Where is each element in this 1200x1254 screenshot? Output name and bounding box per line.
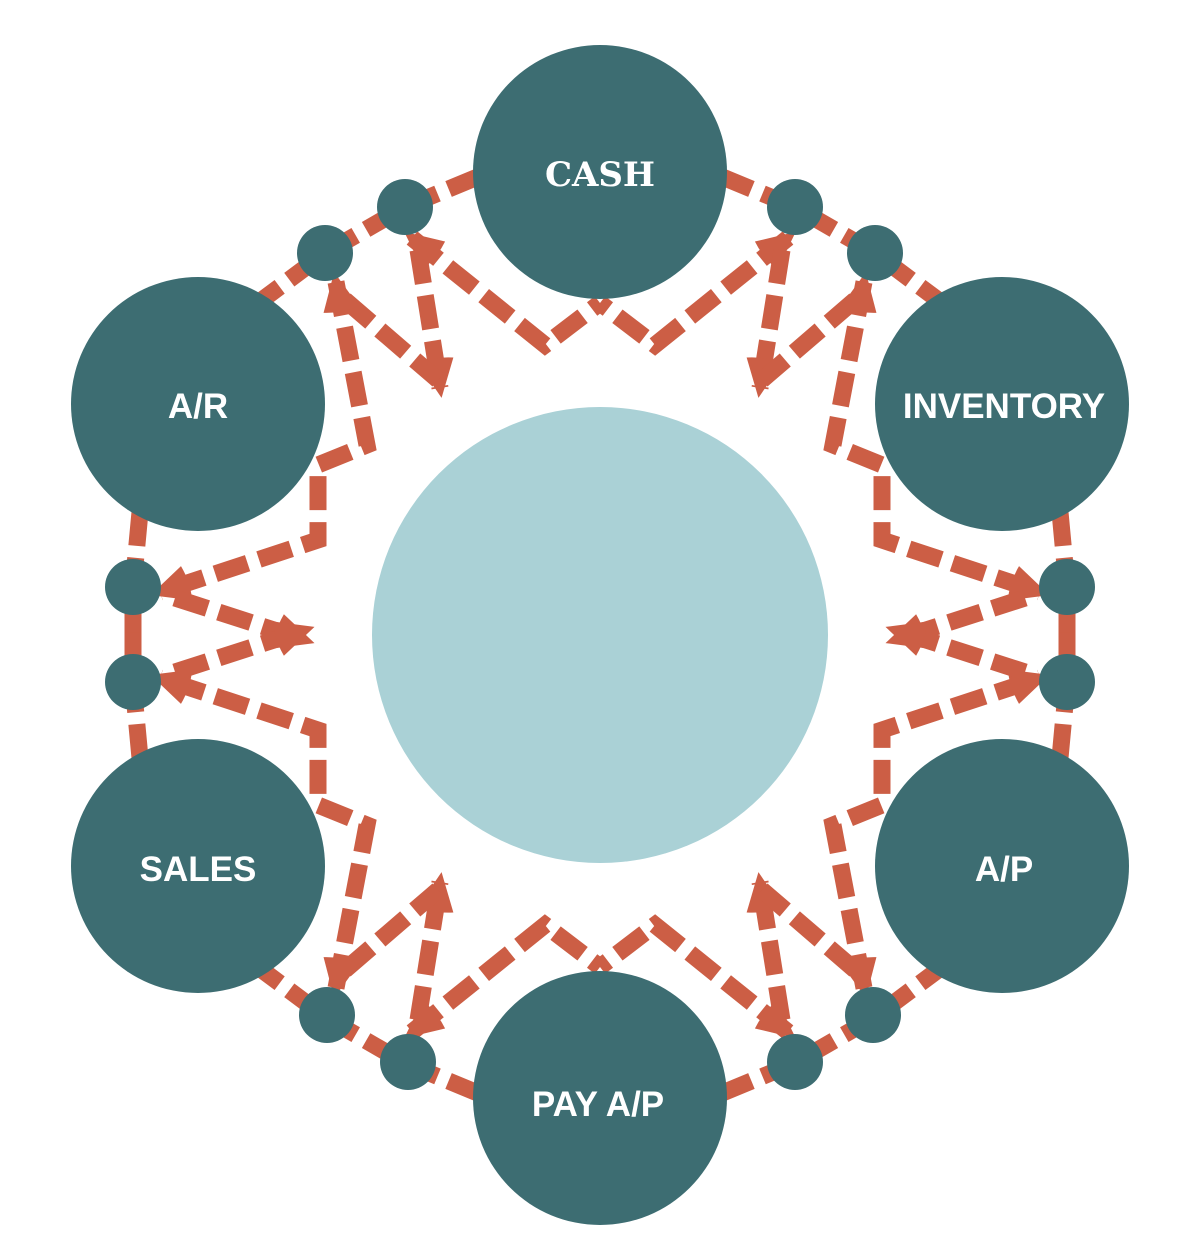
node-circle (875, 277, 1129, 531)
node-ar: A/R (71, 277, 325, 531)
node-circle (71, 277, 325, 531)
node-sales: SALES (71, 739, 325, 993)
junction-dot (105, 559, 161, 615)
junction-dot (299, 987, 355, 1043)
node-circle (71, 739, 325, 993)
node-label: SALES (140, 850, 257, 889)
node-inventory: INVENTORY (875, 277, 1129, 531)
junction-dot (847, 225, 903, 281)
node-label: A/R (168, 387, 228, 426)
node-label: A/P (975, 850, 1033, 889)
node-label: PAY A/P (532, 1085, 664, 1124)
junction-dot (767, 179, 823, 235)
center-circle (372, 407, 828, 863)
junction-dot (1039, 559, 1095, 615)
junction-dot (845, 987, 901, 1043)
junction-dot (297, 225, 353, 281)
node-label: CASH (545, 155, 655, 195)
node-circle (473, 971, 727, 1225)
node-circle (473, 45, 727, 299)
node-ap: A/P (875, 739, 1129, 993)
junction-dot (1039, 654, 1095, 710)
node-pay-ap: PAY A/P (473, 971, 727, 1225)
node-circle (875, 739, 1129, 993)
junction-dot (767, 1034, 823, 1090)
junction-dot (380, 1034, 436, 1090)
junction-dot (105, 654, 161, 710)
node-cash: CASH (473, 45, 727, 299)
junction-dots (105, 179, 1095, 1090)
node-label: INVENTORY (903, 387, 1105, 426)
junction-dot (377, 179, 433, 235)
